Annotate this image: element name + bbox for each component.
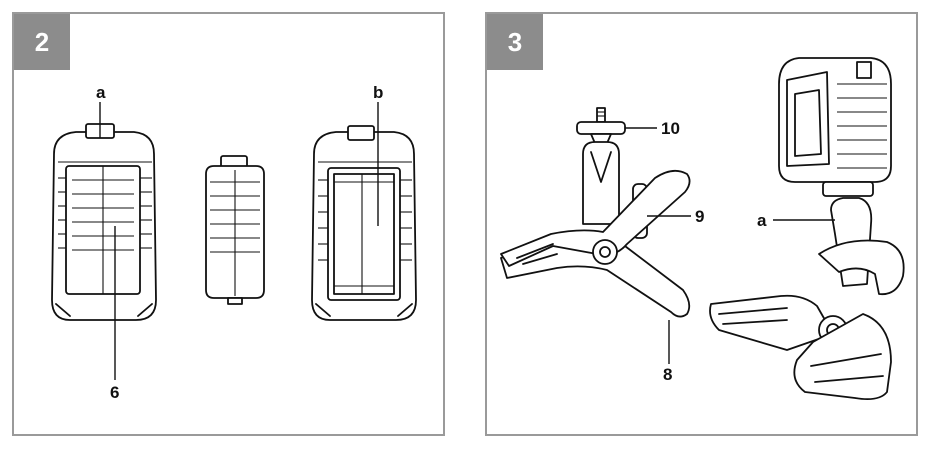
callout-b-label: b [373,83,383,102]
figure-2-number-badge: 2 [14,14,70,70]
callout-6-label: 6 [110,383,119,402]
spring-clamp [500,107,691,318]
callout-8-label: 8 [663,365,672,384]
device-rear-open [311,125,417,321]
figure-3-illustration: 10 9 a 8 [500,57,905,401]
callout-10-label: 10 [661,119,680,138]
figure-3-panel: 3 [485,12,918,436]
figure-2-panel: 2 [12,12,445,436]
callout-a-fig3-label: a [757,211,767,230]
laser-mounted-on-clamp [709,57,905,401]
device-rear-closed [51,123,157,321]
callout-a-label: a [96,83,106,102]
callout-9-label: 9 [695,207,704,226]
battery-pack [205,155,265,305]
figure-2-illustration: a b 6 [51,83,417,402]
figure-3-number-badge: 3 [487,14,543,70]
